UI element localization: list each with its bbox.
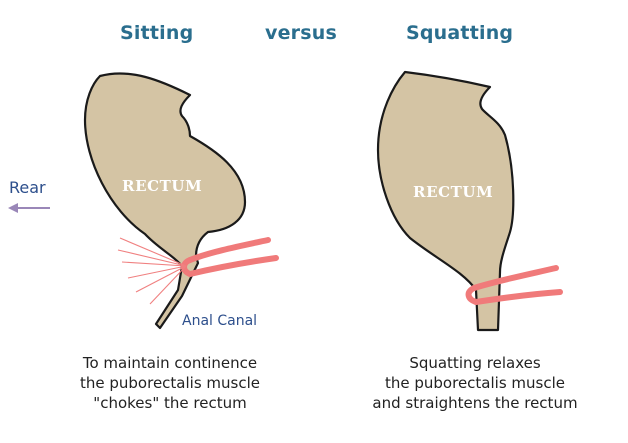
caption-line: the puborectalis muscle <box>80 374 260 392</box>
rear-label: Rear <box>9 178 46 197</box>
caption-sitting: To maintain continence the puborectalis … <box>40 353 300 413</box>
rectum-squatting-shape <box>376 70 515 332</box>
caption-line: To maintain continence <box>82 354 258 372</box>
caption-line: and straightens the rectum <box>372 394 578 412</box>
rectum-label-sitting: RECTUM <box>122 177 203 195</box>
caption-squatting: Squatting relaxes the puborectalis muscl… <box>355 353 595 413</box>
anal-canal-label: Anal Canal <box>182 313 258 329</box>
caption-line: Squatting relaxes <box>409 354 541 372</box>
rectum-label-squatting: RECTUM <box>413 183 494 201</box>
rear-arrow-icon <box>8 203 50 213</box>
caption-line: "chokes" the rectum <box>93 394 247 412</box>
rectum-sitting-shape <box>83 72 247 330</box>
puborectalis-muscle-squatting <box>465 265 563 305</box>
caption-line: the puborectalis muscle <box>385 374 565 392</box>
sitting-title: Sitting <box>120 22 194 44</box>
versus-title: versus <box>265 22 337 44</box>
squatting-title: Squatting <box>406 22 514 44</box>
strain-lines <box>117 237 187 305</box>
